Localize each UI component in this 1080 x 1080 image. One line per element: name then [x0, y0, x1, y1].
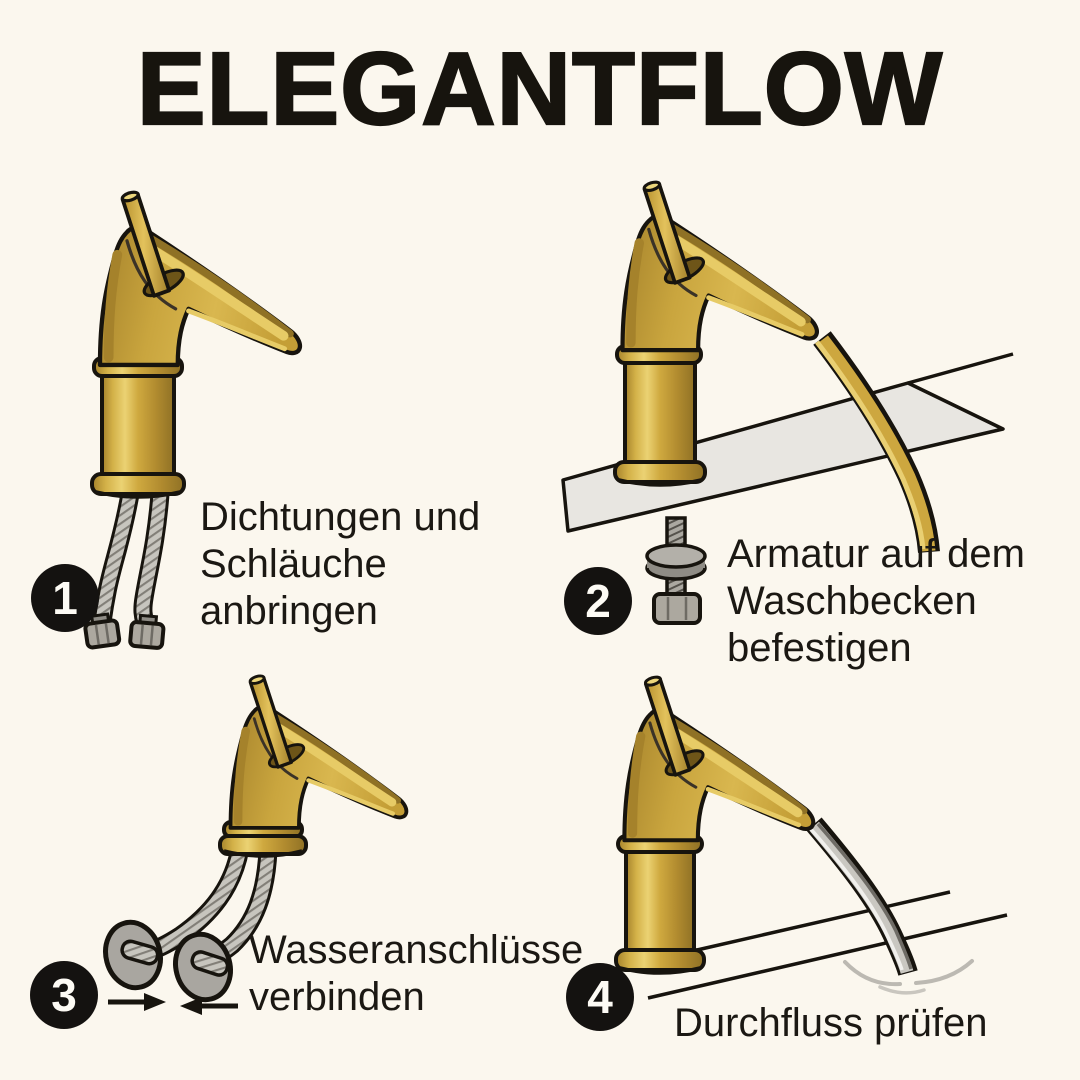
ripple-icon [843, 959, 974, 995]
sink-surface-lines [647, 890, 1008, 1000]
step-2-illustration [561, 181, 1014, 625]
page-title: ELEGANTFLOW [136, 30, 944, 147]
water-connector-icon [173, 931, 233, 1003]
step-2-number: 2 [585, 575, 611, 627]
step-3-number: 3 [51, 969, 77, 1021]
faucet-icon [613, 181, 817, 487]
step-1-number: 1 [52, 572, 78, 624]
mounting-bolt-icon [645, 516, 707, 625]
water-stream [806, 817, 918, 976]
faucet-icon [90, 191, 300, 499]
step-3-label: Wasseranschlüsse verbinden [249, 928, 584, 1019]
gold-stream-highlight [815, 340, 926, 550]
step-1-illustration [83, 191, 300, 650]
step-1-badge: 1 [31, 564, 99, 632]
step-4-number: 4 [587, 971, 613, 1023]
step-2-label: Armatur auf dem Waschbecken befestigen [727, 532, 1025, 670]
step-3-badge: 3 [30, 961, 98, 1029]
arrow-left-icon [180, 997, 238, 1015]
step-4-illustration [614, 676, 1008, 1000]
step-4-badge: 4 [566, 963, 634, 1031]
step-4-label: Durchfluss prüfen [674, 1001, 988, 1045]
step-3-illustration [103, 675, 406, 1015]
faucet-icon [614, 676, 813, 975]
step-1-label: Dichtungen und Schläuche anbringen [200, 495, 481, 633]
counter-surface [561, 352, 1014, 533]
hose-icon [92, 492, 170, 626]
hose-nut-icon [83, 612, 122, 650]
hose-nut-icon [128, 613, 166, 650]
arrow-right-icon [108, 993, 166, 1011]
step-2-badge: 2 [564, 567, 632, 635]
gold-stream-fill [816, 335, 936, 552]
faucet-icon [218, 675, 406, 858]
water-connector-icon [103, 919, 163, 991]
